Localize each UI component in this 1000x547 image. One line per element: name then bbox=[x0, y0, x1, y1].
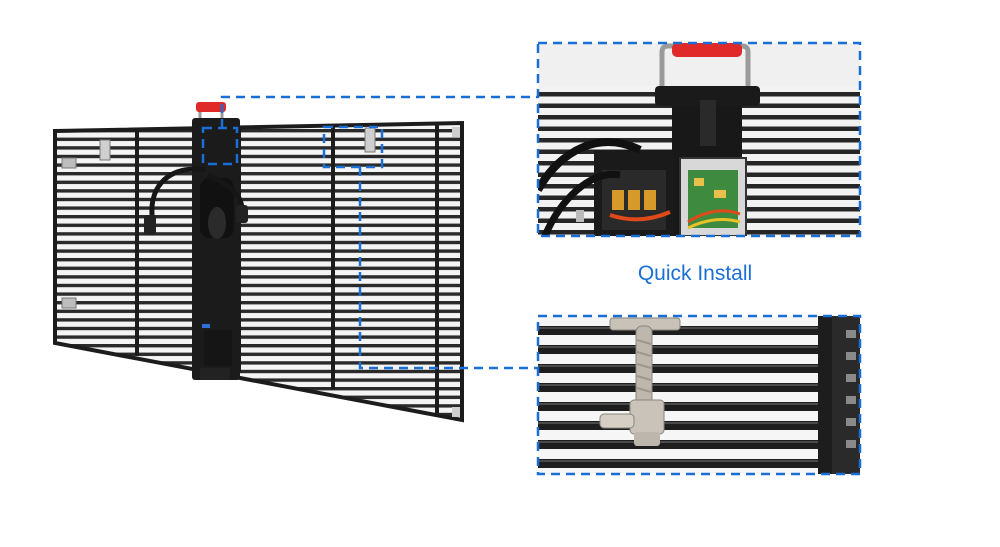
leader-bottom bbox=[358, 167, 538, 370]
corner-bracket-tr bbox=[452, 127, 460, 137]
leader-top bbox=[220, 95, 538, 128]
handle-highlight-box bbox=[201, 126, 239, 166]
top-bracket-1 bbox=[99, 139, 111, 161]
lock-bracket-icon bbox=[599, 317, 681, 446]
corner-bracket-br bbox=[452, 407, 460, 417]
inset-lock-bracket bbox=[538, 316, 860, 474]
control-spine bbox=[192, 118, 240, 380]
inset-power-box bbox=[538, 43, 860, 236]
power-box-icon bbox=[594, 150, 747, 236]
edge-bracket-2 bbox=[61, 297, 77, 309]
edge-bracket-1 bbox=[61, 157, 77, 169]
top-bracket-2 bbox=[364, 127, 376, 153]
callout-leaders bbox=[201, 95, 538, 370]
power-cable bbox=[147, 166, 206, 236]
panel-louvers bbox=[55, 123, 462, 420]
caption-quick-install: Quick Install bbox=[637, 262, 753, 285]
panel-frame bbox=[53, 120, 464, 423]
led-panel bbox=[53, 102, 464, 423]
inset-handle bbox=[672, 43, 742, 57]
inset-top-frame bbox=[536, 41, 862, 238]
bracket-highlight-box bbox=[322, 125, 384, 169]
